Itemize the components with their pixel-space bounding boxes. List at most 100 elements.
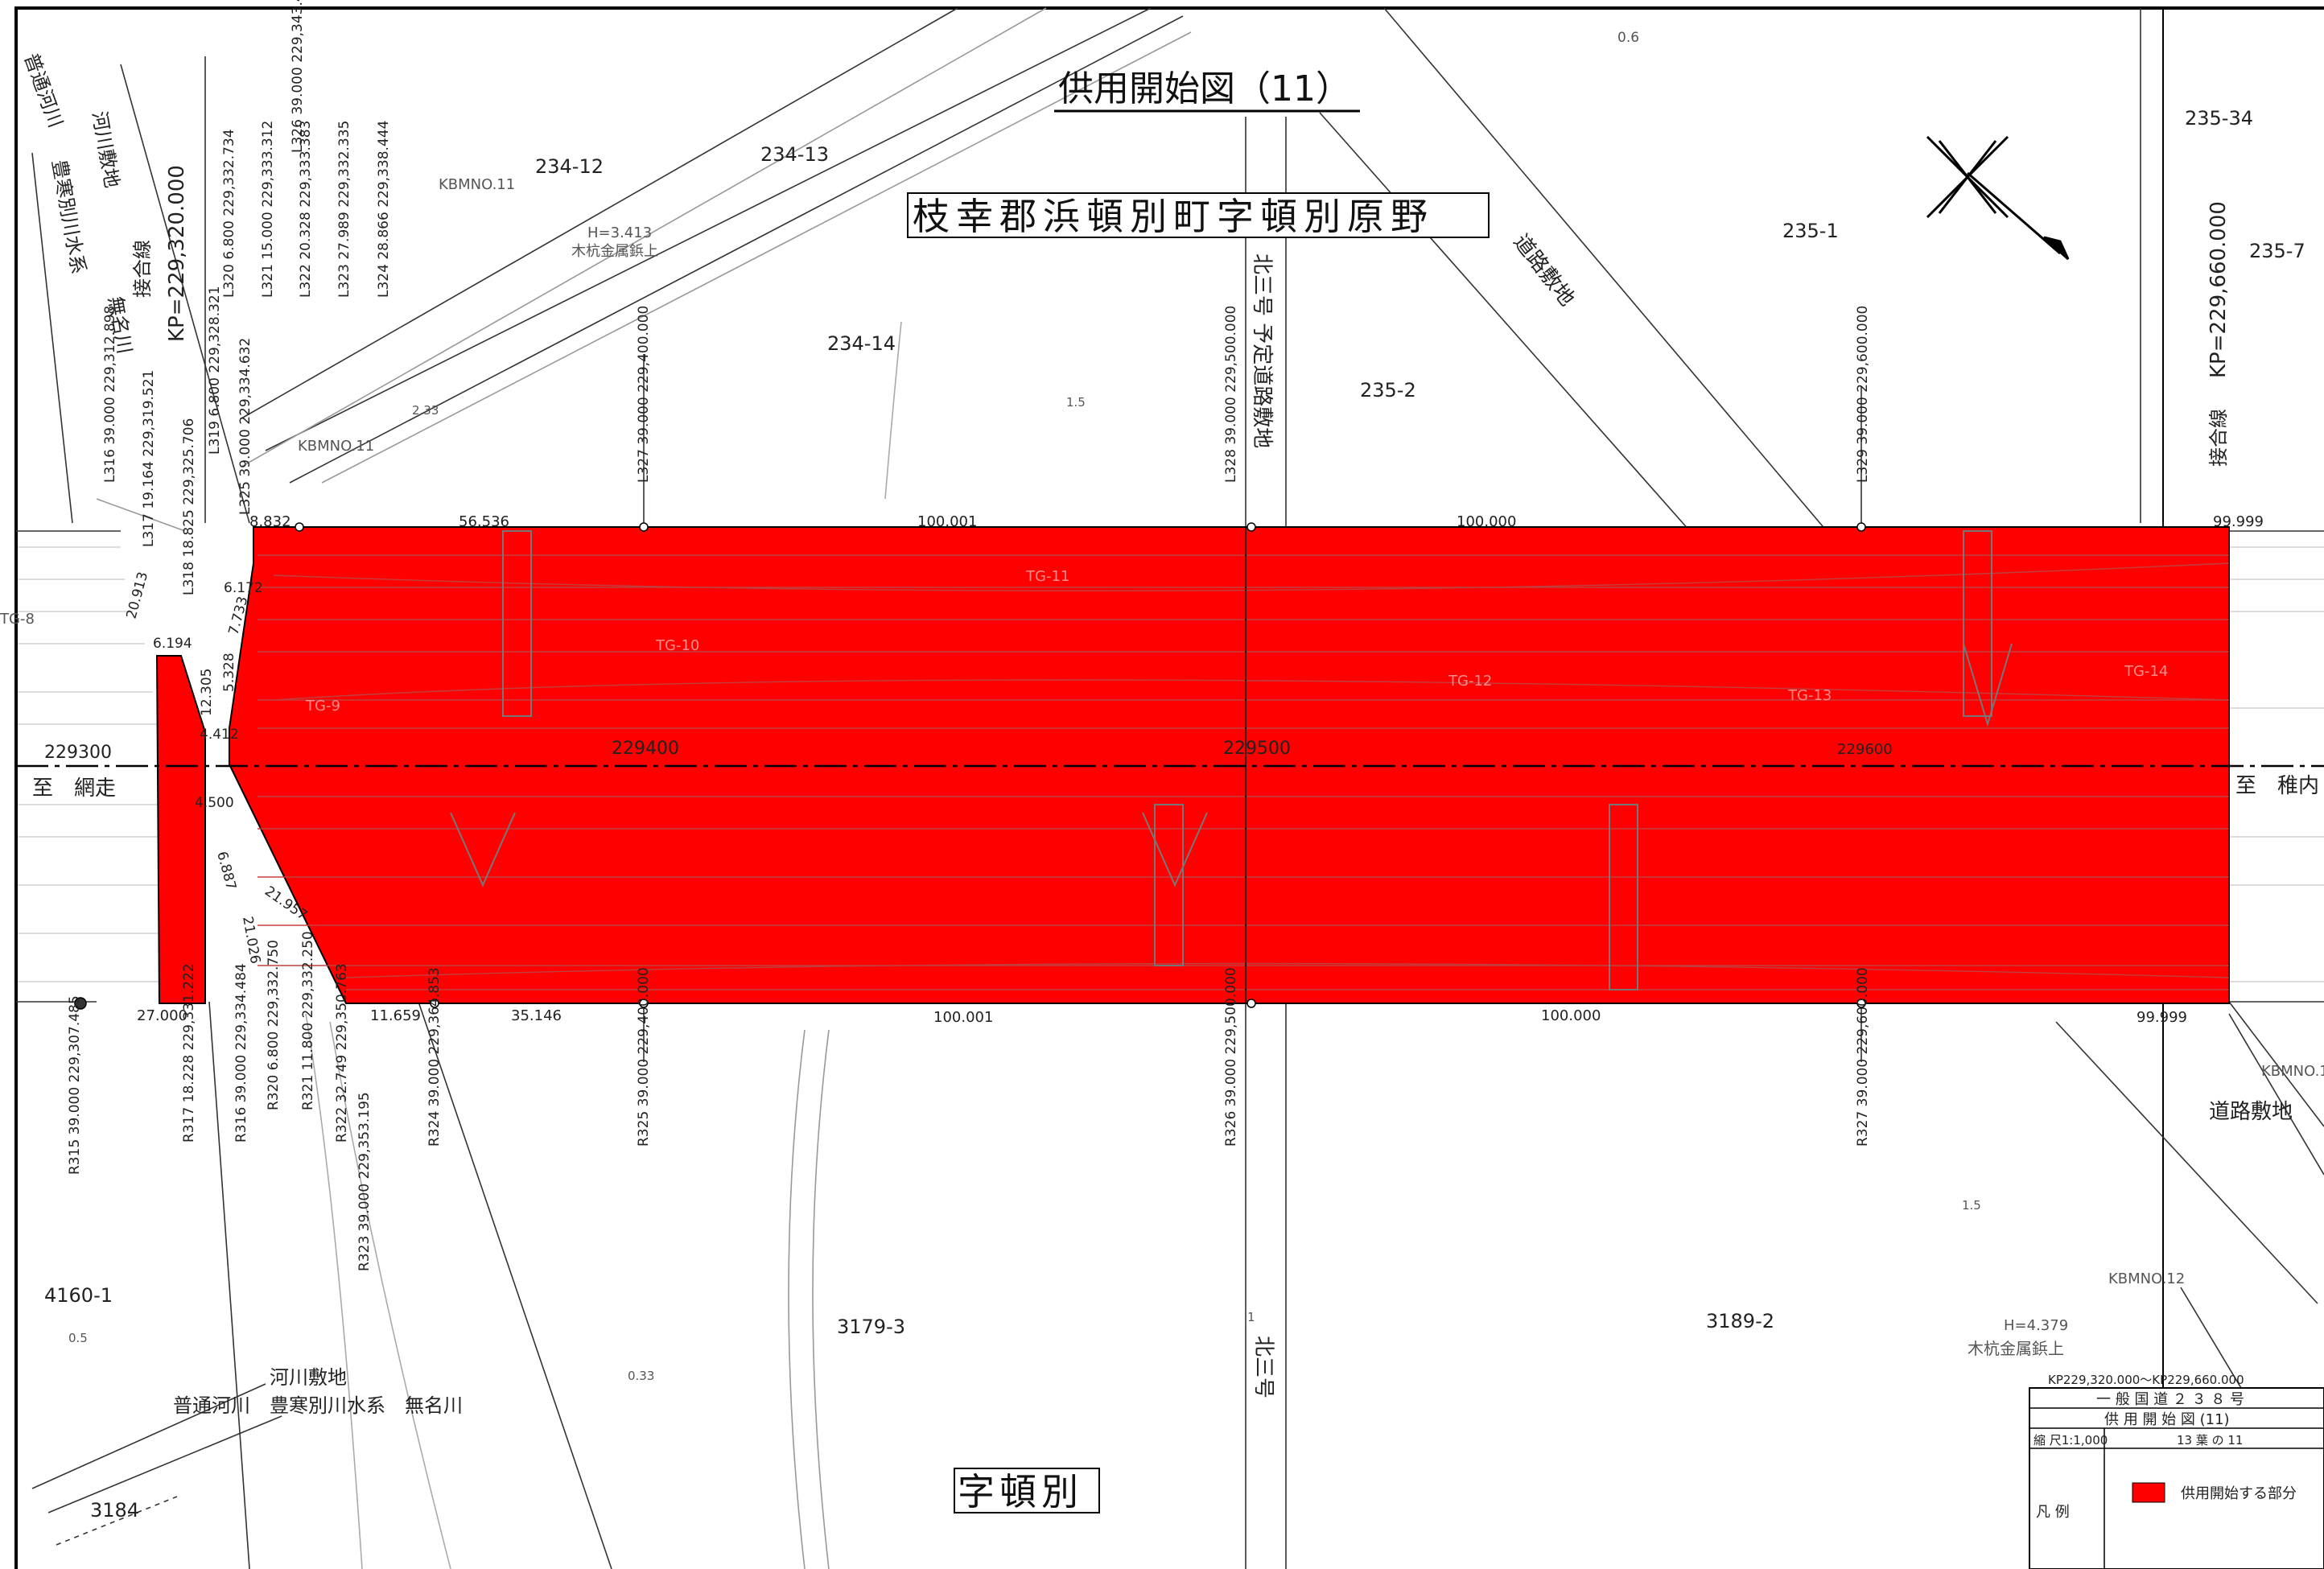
- parcel-3189-2: 3189-2: [1706, 1310, 1774, 1332]
- kbm12-desc: 木杭金属鋲上: [1968, 1339, 2064, 1358]
- point-R322: R322 32.749 229,350.763: [334, 963, 350, 1143]
- point-L327: L327 39.000 229,400.000: [636, 306, 652, 483]
- station-offset-lines: [204, 56, 1862, 1062]
- lane-lines: [258, 554, 2230, 990]
- dim-2: 6.172: [224, 580, 263, 596]
- dist-bot-3: 100.001: [933, 1009, 993, 1026]
- tg-11: TG-11: [1025, 568, 1069, 585]
- tb-legend-item: 供用開始する部分: [2181, 1485, 2297, 1502]
- river-label-a: 普通河川: [19, 50, 67, 130]
- road-land-ne: 道路敷地: [1508, 230, 1579, 311]
- point-R323: R323 39.000 229,353.195: [356, 1092, 373, 1271]
- point-L319: L319 6.800 229,328.321: [207, 286, 223, 455]
- point-R316: R316 39.000 229,334.484: [233, 963, 249, 1143]
- dim-0: 6.194: [153, 636, 192, 652]
- dist-bot-4: 100.000: [1541, 1007, 1601, 1024]
- dist-top-4: 8.832: [249, 513, 291, 530]
- point-L329: L329 39.000 229,600.000: [1855, 306, 1871, 483]
- station-229300: 229300: [44, 743, 112, 763]
- kbm12-label-b: KBMNO.12: [2261, 1063, 2324, 1080]
- river-bottom-line: 普通河川 豊寒別川水系 無名川: [173, 1394, 463, 1417]
- station-229400: 229400: [612, 739, 679, 759]
- point-L328: L328 39.000 229,500.000: [1223, 306, 1239, 483]
- station-229600: 229600: [1837, 741, 1893, 758]
- culvert-structures: [450, 530, 2013, 990]
- spot-2: 2.33: [412, 403, 439, 418]
- parcel-234-13: 234-13: [760, 143, 829, 166]
- parcel-235-34: 235-34: [2185, 107, 2253, 130]
- parcel-235-1: 235-1: [1782, 220, 1839, 242]
- tg-13: TG-13: [1787, 687, 1832, 704]
- point-R321: R321 11.800 229,332.250: [300, 931, 316, 1110]
- tb-range: KP229,320.000～KP229,660.000: [2048, 1373, 2244, 1387]
- parcel-4160-1: 4160-1: [44, 1284, 113, 1307]
- dist-top-3: 99.999: [2213, 513, 2264, 530]
- river-label-c: 豊寒別川水系: [47, 158, 90, 276]
- legend-swatch: [2132, 1482, 2165, 1503]
- tg-9: TG-9: [305, 698, 340, 714]
- tb-drawing: 供 用 開 始 図 (11): [2104, 1411, 2230, 1428]
- dist-bot-5: 99.999: [2137, 1009, 2187, 1026]
- tb-legend-label: 凡 例: [2036, 1504, 2070, 1521]
- right-point-list: R315 39.000 229,307.485 R317 18.228 229,…: [67, 931, 1871, 1271]
- parcel-234-14: 234-14: [827, 332, 896, 355]
- point-L316: L316 39.000 229,312.898: [102, 306, 118, 483]
- direction-west: 至 網走: [32, 776, 116, 801]
- location-south-box: [954, 1468, 1100, 1513]
- point-R320: R320 6.800 229,332.750: [266, 940, 282, 1110]
- point-L323: L323 27.989 229,332.335: [336, 121, 352, 298]
- point-L325: L325 39.000 229,334.632: [237, 338, 253, 515]
- parcel-3184: 3184: [90, 1499, 139, 1522]
- point-R325: R325 39.000 229,400.000: [636, 967, 652, 1147]
- point-L317: L317 19.164 229,319.521: [141, 370, 157, 547]
- parcel-235-2: 235-2: [1360, 379, 1416, 402]
- road-land-se: 道路敷地: [2209, 1100, 2293, 1124]
- opened-road-area-left[interactable]: [155, 655, 206, 1004]
- point-L318: L318 18.825 229,325.706: [181, 418, 197, 595]
- point-L320: L320 6.800 229,332.734: [221, 129, 237, 298]
- drawing-title: 供用開始図（11）: [1058, 68, 1351, 109]
- kp-left: KP=229,320.000: [165, 165, 189, 342]
- parcel-3179-3: 3179-3: [837, 1316, 905, 1338]
- spot-3: 1.5: [1962, 1198, 1981, 1213]
- parcel-234-12: 234-12: [535, 155, 604, 178]
- spot-4: 0.5: [68, 1331, 88, 1345]
- dim-6: 4.412: [200, 727, 239, 743]
- tg-10: TG-10: [655, 637, 699, 654]
- dim-8: 6.887: [213, 850, 239, 892]
- road-strip-hatch: [18, 546, 2324, 982]
- river-label-b: 河川敷地: [88, 109, 123, 189]
- kbm11-label-b: KBMNO.11: [298, 438, 374, 455]
- kbm11-height: H=3.413: [587, 224, 652, 241]
- point-L326: L326 39.000 229,343.464: [290, 0, 306, 153]
- spot-1: 1.5: [1066, 395, 1086, 410]
- connection-line-right: 接合線: [2207, 409, 2230, 467]
- road-linework: [16, 7, 2324, 1569]
- road-kita3: 北三号: [1251, 1336, 1275, 1398]
- dist-bot-0: 27.000: [137, 1007, 187, 1024]
- tb-road: 一 般 国 道 ２ ３ ８ 号: [2096, 1391, 2244, 1408]
- tb-sheet: 13 葉 の 11: [2177, 1433, 2243, 1448]
- spot-6: 1: [1247, 1310, 1255, 1324]
- river-bottom-land: 河川敷地: [270, 1366, 347, 1389]
- point-R324: R324 39.000 229,364.853: [426, 967, 443, 1147]
- title-block: KP229,320.000～KP229,660.000 一 般 国 道 ２ ３ …: [2029, 1373, 2324, 1569]
- kbm11-desc: 木杭金属鋲上: [571, 243, 658, 260]
- point-R317: R317 18.228 229,331.222: [181, 963, 197, 1143]
- left-point-list: L316 39.000 229,312.898 L317 19.164 229,…: [102, 0, 1871, 595]
- kbm11-label: KBMNO.11: [439, 176, 515, 193]
- dist-top-0: 56.536: [459, 513, 509, 530]
- direction-east: 至 稚内: [2235, 774, 2319, 798]
- parcel-235-7: 235-7: [2249, 240, 2305, 262]
- location-south: 字頓別: [958, 1470, 1083, 1513]
- dist-bot-2: 35.146: [511, 1007, 562, 1024]
- dist-top-2: 100.000: [1457, 513, 1516, 530]
- point-R326: R326 39.000 229,500.000: [1223, 967, 1239, 1147]
- tg-8: TG-8: [0, 611, 35, 628]
- station-markers: [74, 522, 1866, 1010]
- point-L324: L324 28.866 229,338.444: [376, 121, 392, 298]
- tb-scale: 縮 尺1:1,000: [2034, 1433, 2108, 1448]
- spot-heights: 0.6 1.5 2.33 1.5 0.5 0.33 1 1.5: [68, 30, 1981, 1383]
- point-L321: L321 15.000 229,333.312: [260, 121, 276, 298]
